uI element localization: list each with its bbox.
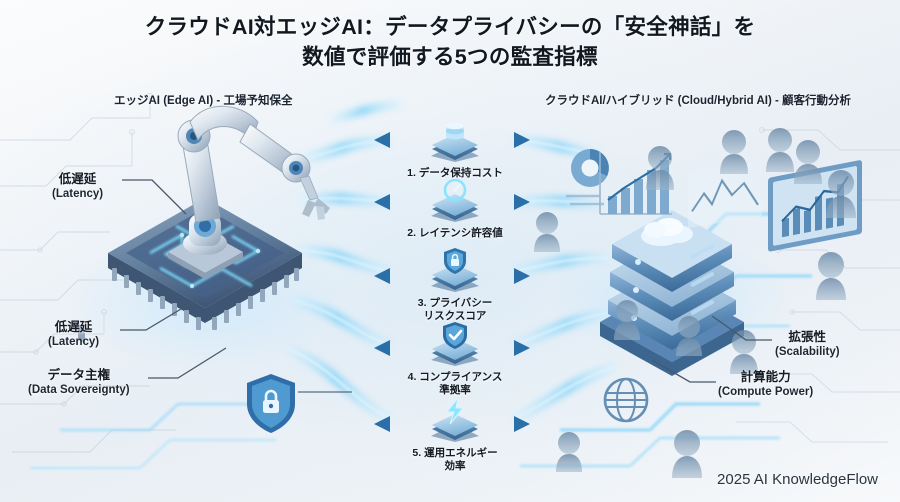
callout-label-jp: データ主権 — [47, 368, 111, 382]
callout-label-en: (Scalability) — [775, 346, 840, 358]
callout-latency-top: 低遅延 (Latency) — [52, 172, 103, 202]
left-shield-lock-badge — [247, 374, 295, 433]
callout-label-en: (Compute Power) — [718, 386, 814, 398]
metric-label: 1. データ保持コスト — [407, 167, 503, 179]
section-header-cloud-ai: クラウドAI/ハイブリッド (Cloud/Hybrid AI) - 顧客行動分析 — [545, 95, 851, 107]
footer-credit: 2025 AI KnowledgeFlow — [717, 471, 878, 488]
section-header-edge-ai: エッジAI (Edge AI) - 工場予知保全 — [114, 95, 293, 107]
callout-label-jp: 計算能力 — [740, 370, 791, 384]
shield-lock-icon — [428, 248, 482, 294]
bar-chart-icon — [599, 152, 672, 215]
globe-icon — [603, 377, 649, 423]
callout-label-jp: 拡張性 — [788, 330, 827, 344]
metric-label: 3. プライバシー リスクスコア — [417, 297, 493, 322]
user-silhouettes — [534, 128, 856, 478]
database-icon — [428, 118, 482, 164]
callout-label-jp: 低遅延 — [54, 320, 93, 334]
callout-data-sovereignty: データ主権 (Data Sovereignty) — [28, 368, 130, 398]
lightning-bolt-icon — [428, 398, 482, 444]
shield-check-icon — [428, 322, 482, 368]
callout-scalability: 拡張性 (Scalability) — [775, 330, 840, 360]
gauge-icon — [428, 178, 482, 224]
metric-label: 2. レイテンシ許容値 — [407, 227, 503, 239]
metric-item-4: 4. コンプライアンス 準拠率 — [380, 322, 530, 397]
callout-label-en: (Data Sovereignty) — [28, 384, 130, 396]
metric-item-5: 5. 運用エネルギー 効率 — [380, 398, 530, 473]
title-line-1: クラウドAI対エッジAI：データプライバシーの「安全神話」を — [144, 15, 756, 39]
dashboard-monitor-icon — [768, 160, 862, 252]
donut-chart-icon — [571, 149, 609, 187]
metric-item-2: 2. レイテンシ許容値 — [380, 178, 530, 240]
metric-label: 5. 運用エネルギー 効率 — [412, 447, 498, 472]
line-chart-panel — [688, 160, 762, 228]
metric-label: 4. コンプライアンス 準拠率 — [407, 371, 503, 396]
callout-label-en: (Latency) — [52, 188, 104, 200]
metric-item-3: 3. プライバシー リスクスコア — [380, 248, 530, 323]
callout-label-jp: 低遅延 — [58, 172, 97, 186]
left-scene-artwork — [65, 105, 345, 370]
callout-compute-power: 計算能力 (Compute Power) — [718, 370, 813, 400]
page-title: クラウドAI対エッジAI：データプライバシーの「安全神話」を 数値で評価する5つ… — [0, 12, 900, 72]
callout-label-en: (Latency) — [48, 336, 100, 348]
callout-latency-bottom: 低遅延 (Latency) — [48, 320, 99, 350]
title-line-2: 数値で評価する5つの監査指標 — [302, 45, 598, 69]
metric-item-1: 1. データ保持コスト — [380, 118, 530, 180]
right-scene-artwork — [534, 128, 862, 478]
